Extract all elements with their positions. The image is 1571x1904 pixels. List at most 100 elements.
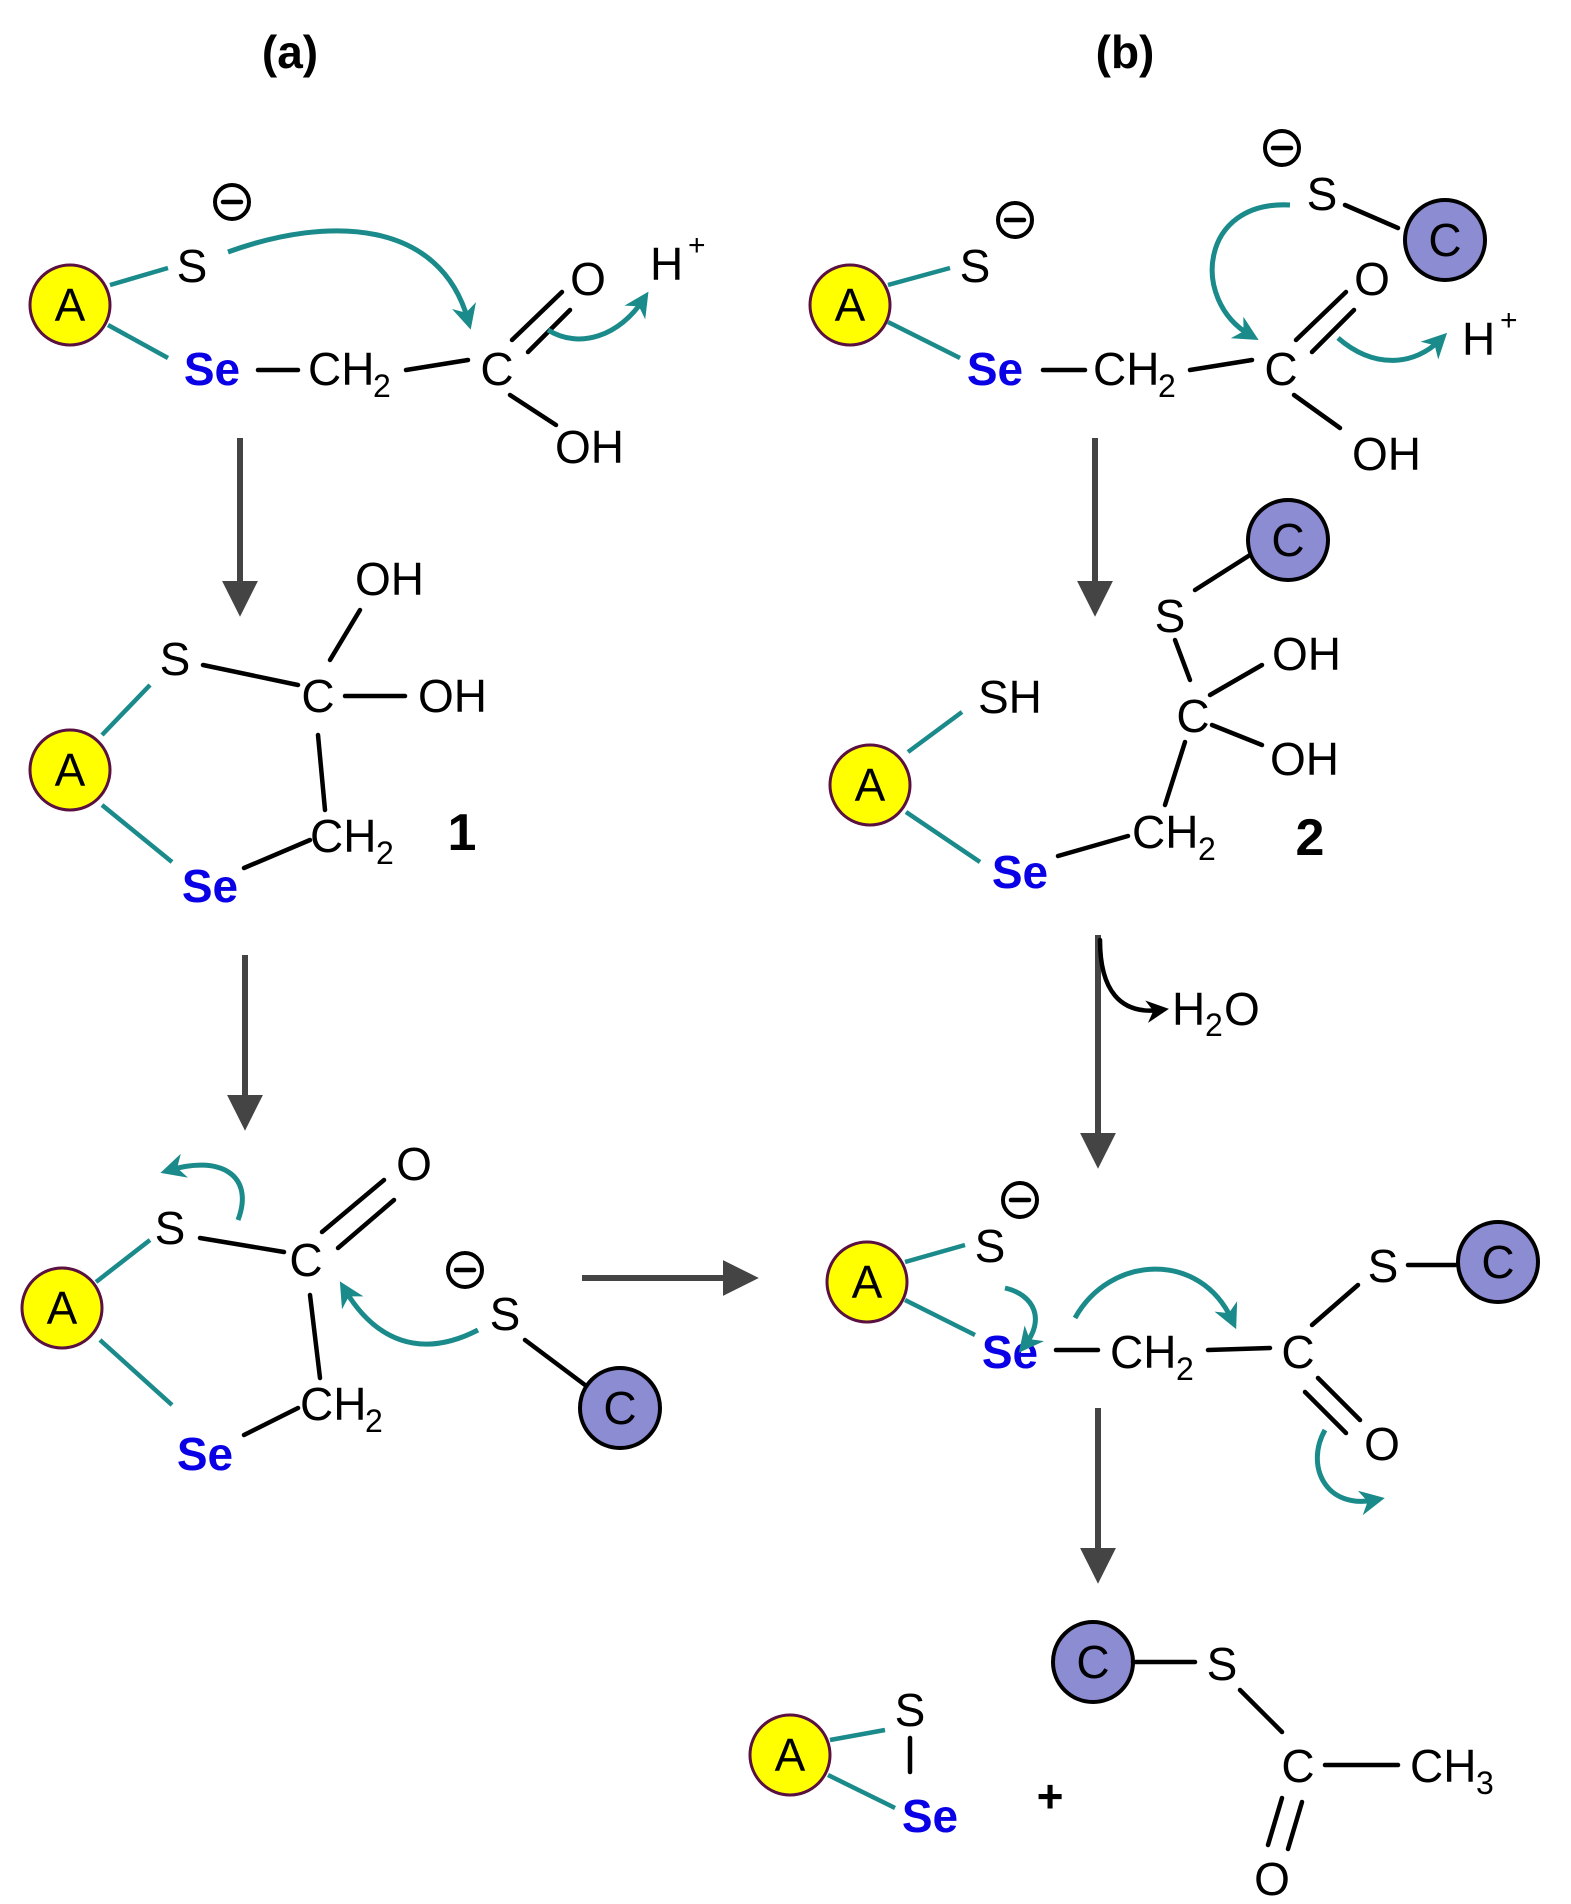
bead-c xyxy=(578,1366,662,1450)
carbonyl-oxygen: O xyxy=(1364,1418,1400,1470)
thioester-carbon: C xyxy=(1281,1326,1314,1378)
methyl-ch: CH xyxy=(1410,1740,1476,1792)
ch2-subscript: 2 xyxy=(1176,1351,1194,1387)
panel-b-thioester: A S Se CH 2 C S C O xyxy=(825,1181,1540,1516)
product-selenium: Se xyxy=(902,1790,958,1842)
acetyl-oxygen: O xyxy=(1254,1853,1290,1904)
panel-a-reactant: A S Se CH 2 C O OH H + xyxy=(28,183,706,473)
negative-charge-icon xyxy=(1001,1181,1039,1219)
electron-arrow xyxy=(1072,1266,1238,1330)
attacking-sulfur: S xyxy=(1307,168,1338,220)
ch2-ch: CH xyxy=(1093,343,1159,395)
bead-a-label: A xyxy=(775,1729,806,1781)
thiolate-sulfur: S xyxy=(177,240,208,292)
negative-charge-icon xyxy=(996,201,1034,239)
ring-sulfur: S xyxy=(160,633,191,685)
carbonyl-carbon: C xyxy=(1264,343,1297,395)
panel-label-b: (b) xyxy=(1096,26,1155,78)
ring-ch2: CH xyxy=(300,1378,366,1430)
electron-arrow xyxy=(1209,202,1291,341)
product-thioester: C S C CH 3 O xyxy=(1051,1620,1494,1904)
proton-plus: + xyxy=(688,229,706,262)
hydroxyl-oh: OH xyxy=(555,421,624,473)
thiol-sh: SH xyxy=(978,671,1042,723)
bead-c xyxy=(1246,498,1330,582)
bead-c-label: C xyxy=(1271,514,1304,566)
bead-c-label: C xyxy=(1481,1236,1514,1288)
acetyl-carbon: C xyxy=(1281,1740,1314,1792)
intermediate-2: A SH C S C OH OH CH 2 Se 2 xyxy=(828,498,1341,898)
electron-arrow xyxy=(546,291,649,342)
ring-ch2-subscript: 2 xyxy=(365,1403,383,1439)
bead-a xyxy=(748,1713,832,1797)
bead-a-label: A xyxy=(855,759,886,811)
ch2-subscript: 2 xyxy=(1158,368,1176,404)
ch2-ch: CH xyxy=(308,343,374,395)
water-h: H xyxy=(1172,983,1205,1035)
bead-a-label: A xyxy=(55,744,86,796)
water-subscript: 2 xyxy=(1205,1007,1223,1043)
electron-arrow xyxy=(1336,332,1448,363)
thiolate-sulfur: S xyxy=(975,1220,1006,1272)
gem-diol-carbon: C xyxy=(301,670,334,722)
bead-c-label: C xyxy=(1428,214,1461,266)
ring-ch2: CH xyxy=(310,810,376,862)
chain-ch2: CH xyxy=(1132,806,1198,858)
ring-ch2-subscript: 2 xyxy=(376,835,394,871)
negative-charge-icon xyxy=(213,183,251,221)
electron-arrow xyxy=(339,1281,480,1347)
panel-b-reactant: A S Se CH 2 C O OH H + S C xyxy=(808,129,1518,480)
carbonyl-oxygen: O xyxy=(570,253,606,305)
hydroxyl-oh: OH xyxy=(1352,428,1421,480)
electron-arrow xyxy=(160,1153,245,1221)
water-o: O xyxy=(1224,983,1260,1035)
bead-a xyxy=(28,728,112,812)
bead-a-label: A xyxy=(55,279,86,331)
ring-selenium: Se xyxy=(182,860,238,912)
plus-sign: + xyxy=(1037,1770,1064,1822)
bead-a-label: A xyxy=(47,1282,78,1334)
ring-selenium: Se xyxy=(177,1428,233,1480)
thioester-carbon: C xyxy=(289,1234,322,1286)
proton-h: H xyxy=(1462,313,1495,365)
thiolate-sulfur: S xyxy=(960,240,991,292)
thioester-sulfur: S xyxy=(1368,1240,1399,1292)
chain-ch2-subscript: 2 xyxy=(1198,831,1216,867)
product-thioester-sulfur: S xyxy=(1207,1638,1238,1690)
water-label: H 2 O xyxy=(1172,983,1260,1043)
ch2-ch: CH xyxy=(1110,1326,1176,1378)
electron-arrow xyxy=(1004,1285,1045,1353)
ch2-subscript: 2 xyxy=(373,368,391,404)
chain-selenium: Se xyxy=(992,846,1048,898)
electron-arrow xyxy=(227,228,476,330)
product-sulfur: S xyxy=(895,1684,926,1736)
electron-arrow xyxy=(1314,1428,1385,1516)
bead-a-label: A xyxy=(852,1256,883,1308)
bead-c xyxy=(1456,1220,1540,1304)
bead-a xyxy=(28,263,112,347)
carbonyl-carbon: C xyxy=(480,343,513,395)
negative-charge-icon xyxy=(1263,129,1301,167)
selenium-atom: Se xyxy=(184,343,240,395)
negative-charge-icon xyxy=(446,1251,484,1289)
proton-plus: + xyxy=(1500,304,1518,337)
panel-label-a: (a) xyxy=(262,26,318,78)
bead-a xyxy=(828,743,912,827)
hydroxyl-oh-right: OH xyxy=(418,670,487,722)
product-cyclic-selenosulfide: A S Se xyxy=(748,1684,958,1842)
compound-number-1: 1 xyxy=(448,804,477,862)
bead-c-label: C xyxy=(1076,1636,1109,1688)
selenium-atom: Se xyxy=(967,343,1023,395)
bead-c xyxy=(1403,198,1487,282)
panel-a-thioester: A S C O CH 2 Se S C xyxy=(20,1138,662,1480)
carbonyl-oxygen: O xyxy=(1354,253,1390,305)
bead-a xyxy=(808,263,892,347)
compound-number-2: 2 xyxy=(1296,809,1325,867)
bead-c-label: C xyxy=(603,1382,636,1434)
hydroxyl-oh-bottom: OH xyxy=(1270,733,1339,785)
hydroxyl-oh-top: OH xyxy=(1272,628,1341,680)
proton-h: H xyxy=(650,238,683,290)
bead-a xyxy=(825,1240,909,1324)
methyl-subscript: 3 xyxy=(1476,1765,1494,1801)
